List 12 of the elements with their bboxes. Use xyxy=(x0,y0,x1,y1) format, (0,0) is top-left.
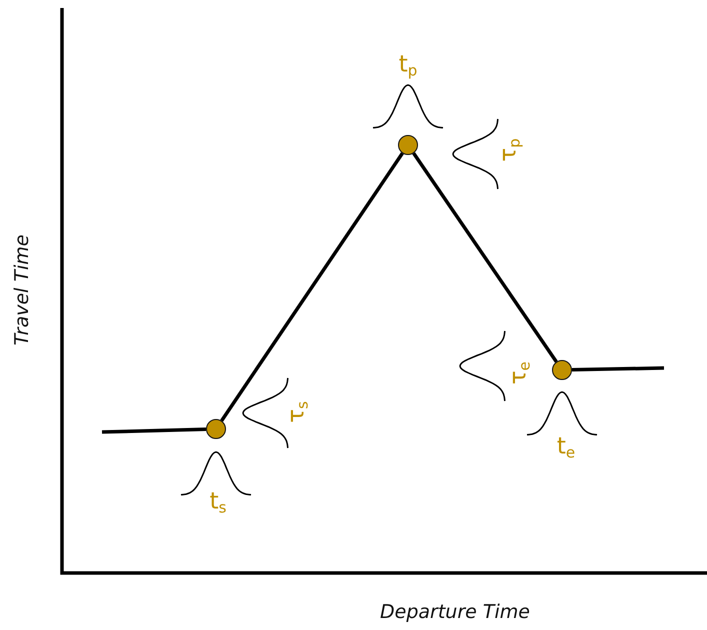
line-segment xyxy=(102,428,206,434)
symbol-label: t$_{p}$ xyxy=(398,54,418,78)
axis-label: Departure Time xyxy=(380,601,530,623)
line-segment xyxy=(220,152,404,422)
data-point xyxy=(398,135,418,155)
axis-label: Travel Time xyxy=(11,234,33,346)
line-segment xyxy=(412,152,558,363)
line-segment xyxy=(572,366,664,372)
symbol-label: t$_{s}$ xyxy=(210,490,226,516)
data-point xyxy=(552,360,572,380)
data-point xyxy=(206,419,226,439)
symbol-label: t$_{e}$ xyxy=(556,436,576,460)
